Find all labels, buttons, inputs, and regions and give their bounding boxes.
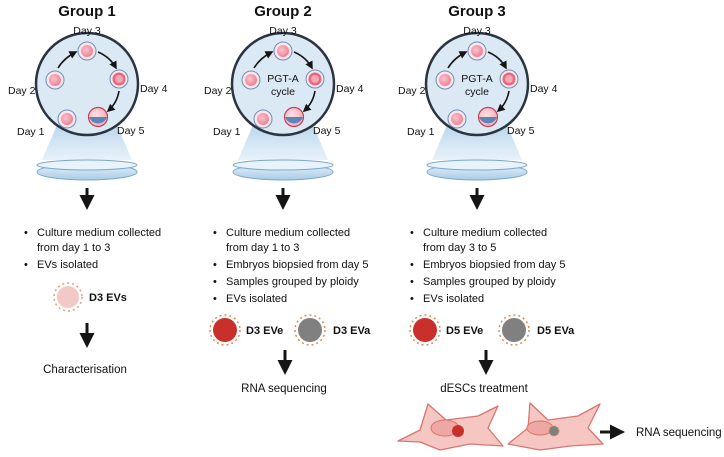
bullet-line: EVs isolated [37,259,98,271]
embryo-day-2 [435,70,455,90]
cycle-label: PGT-A [267,73,299,85]
day-2-label: Day 2 [204,85,232,97]
svg-text:•: • [213,276,217,288]
svg-text:•: • [24,259,28,271]
embryo-day-5 [283,106,305,128]
svg-text:•: • [213,293,217,305]
cycle-arrow [253,51,274,69]
outcome-label: dESCs treatment [440,383,528,395]
protocol-bullets: • Culture medium collected from day 1 to… [24,227,161,271]
cycle-arrow [487,51,507,70]
embryo-cycle: PGT-A cycle [435,41,519,129]
svg-text:•: • [410,293,414,305]
embryo-cycle [45,41,129,129]
bullet-line: Embryos biopsied from day 5 [226,259,368,271]
svg-text:•: • [24,227,28,239]
embryo-day-3 [467,41,487,61]
cycle-label: cycle [465,86,489,98]
bullet-line: Culture medium collected [37,227,161,239]
ev-particle-aneuploid [294,314,326,346]
bullet-line: Culture medium collected [423,227,547,239]
day-5-label: Day 5 [507,125,535,137]
outcome-label: Characterisation [43,364,127,376]
embryo-day-4 [109,69,129,89]
embryo-cycle: PGT-A cycle [241,41,325,129]
embryo-day-1 [253,109,273,129]
day-4-label: Day 4 [140,83,168,95]
bullet-line: from day 1 to 3 [226,242,299,254]
cycle-arrow [496,90,510,113]
bullet-line: EVs isolated [226,293,287,305]
day-5-label: Day 5 [117,125,145,137]
svg-text:•: • [410,227,414,239]
outcome-label: RNA sequencing [241,383,327,395]
embryo-day-3 [77,41,97,61]
ev-particle-aneuploid [498,314,530,346]
stromal-cell-euploid-treated [397,403,504,451]
embryo-day-5 [477,106,499,128]
day-2-label: Day 2 [8,85,36,97]
bullet-line: EVs isolated [423,293,484,305]
cycle-arrow [447,51,468,69]
bullet-line: from day 3 to 5 [423,242,496,254]
day-1-label: Day 1 [407,126,435,138]
protocol-bullets: • Culture medium collected from day 3 to… [410,227,565,305]
group-2: Group 2 [204,3,371,395]
cycle-label: cycle [271,86,295,98]
cycle-arrow [97,51,117,70]
embryo-day-3 [273,41,293,61]
svg-text:•: • [410,259,414,271]
svg-text:•: • [410,276,414,288]
bullet-line: Embryos biopsied from day 5 [423,259,565,271]
cycle-arrow [57,51,78,69]
cells-outcome-label: RNA sequencing [636,427,722,439]
protocol-bullets: • Culture medium collected from day 1 to… [213,227,368,305]
ev-particle-d3-evs [53,282,83,312]
cycle-label: PGT-A [461,73,493,85]
cycle-arrow [302,90,316,113]
day-2-label: Day 2 [398,85,426,97]
cycle-arrow [106,90,120,113]
day-3-label: Day 3 [73,25,101,37]
svg-text:•: • [213,259,217,271]
svg-text:•: • [213,227,217,239]
embryo-day-2 [241,70,261,90]
group-title: Group 1 [58,3,116,20]
day-1-label: Day 1 [213,126,241,138]
bullet-line: Samples grouped by ploidy [226,276,359,288]
bullet-line: from day 1 to 3 [37,242,110,254]
group-1: Group 1 [8,3,168,376]
day-4-label: Day 4 [530,83,558,95]
ev-label: D3 EVs [89,292,127,304]
embryo-day-1 [447,109,467,129]
ev-label: D3 EVe [246,325,283,337]
embryo-day-1 [57,109,77,129]
embryo-day-4 [305,69,325,89]
ev-particle-euploid [209,314,241,346]
ev-label: D5 EVe [446,325,483,337]
group-3: Group 3 [397,3,722,451]
bullet-line: Culture medium collected [226,227,350,239]
day-1-label: Day 1 [17,126,45,138]
bullet-line: Samples grouped by ploidy [423,276,556,288]
group-title: Group 2 [254,3,312,20]
cycle-arrow [293,51,313,70]
embryo-day-5 [87,106,109,128]
embryo-day-4 [499,69,519,89]
group-title: Group 3 [448,3,506,20]
day-3-label: Day 3 [269,25,297,37]
day-4-label: Day 4 [336,83,364,95]
ev-label: D3 EVa [333,325,371,337]
stromal-cell-aneuploid-treated [507,402,604,451]
ev-label: D5 EVa [537,325,575,337]
day-5-label: Day 5 [313,125,341,137]
day-3-label: Day 3 [463,25,491,37]
ev-particle-euploid [409,314,441,346]
embryo-day-2 [45,70,65,90]
